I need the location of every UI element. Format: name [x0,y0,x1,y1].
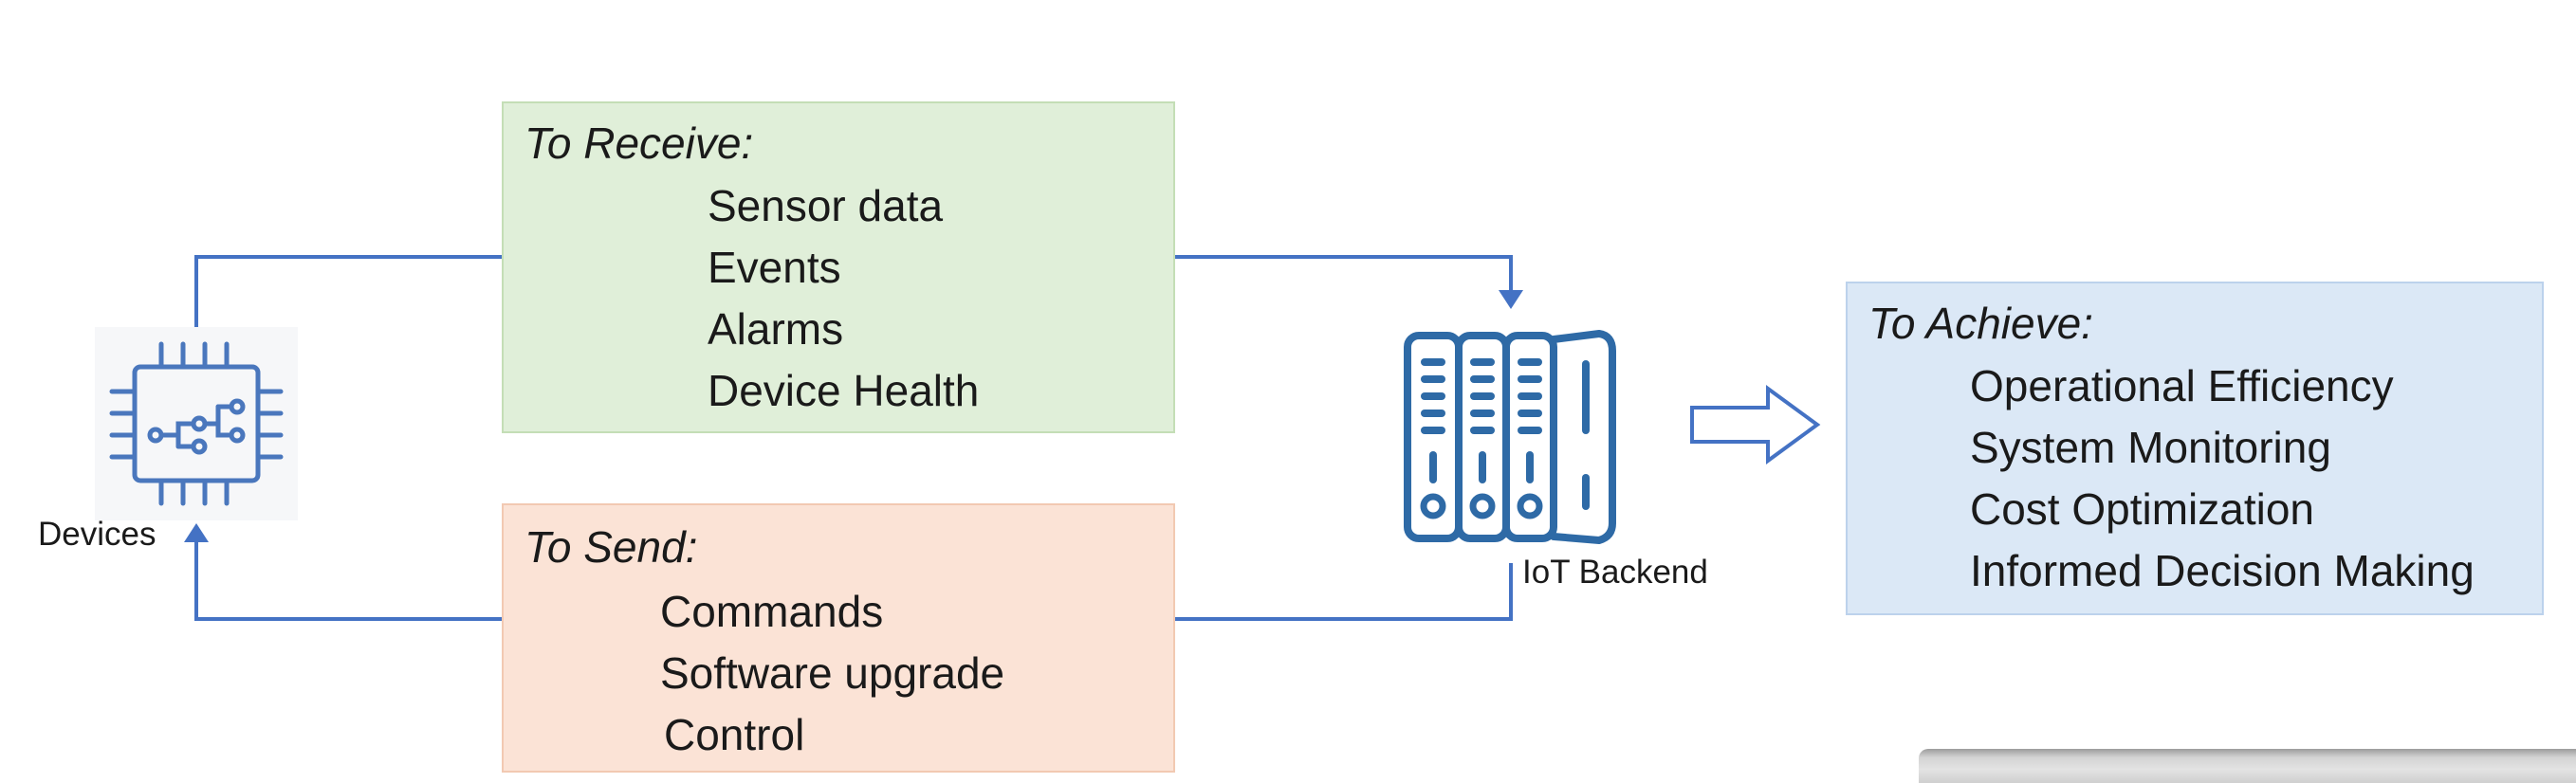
chip-icon [95,327,298,520]
arrow-right-icon [1690,385,1821,464]
arrowhead-backend [1499,290,1523,309]
send-list: Commands Software upgrade Control [660,581,1004,766]
receive-item: Device Health [708,366,980,415]
connector-devices-to-receive [194,255,502,329]
send-item: Commands [660,587,884,636]
receive-item: Sensor data [708,181,944,230]
receive-item: Alarms [708,304,844,354]
arrowhead-devices [184,523,209,542]
photo-fragment [1919,749,2576,783]
achieve-item: Operational Efficiency [1970,361,2394,410]
receive-box: To Receive: Sensor data Events Alarms De… [502,101,1175,433]
achieve-box: To Achieve: Operational Efficiency Syste… [1846,282,2544,615]
send-title: To Send: [524,522,698,572]
receive-item: Events [708,243,841,292]
devices-label: Devices [38,516,156,553]
achieve-item: System Monitoring [1970,423,2331,472]
connector-backend-to-send [1175,563,1513,621]
receive-list: Sensor data Events Alarms Device Health [708,175,979,422]
server-rack-icon [1404,330,1616,544]
send-item: Software upgrade [660,648,1005,698]
receive-title: To Receive: [524,118,754,168]
backend-label: IoT Backend [1522,554,1708,591]
achieve-item: Cost Optimization [1970,484,2315,534]
connector-return-path [194,542,502,621]
achieve-title: To Achieve: [1868,299,2093,348]
connector-receive-to-backend [1175,255,1513,290]
send-item: Control [664,710,805,759]
achieve-list: Operational Efficiency System Monitoring… [1970,355,2475,602]
achieve-item: Informed Decision Making [1970,546,2475,595]
send-box: To Send: Commands Software upgrade Contr… [502,503,1175,773]
